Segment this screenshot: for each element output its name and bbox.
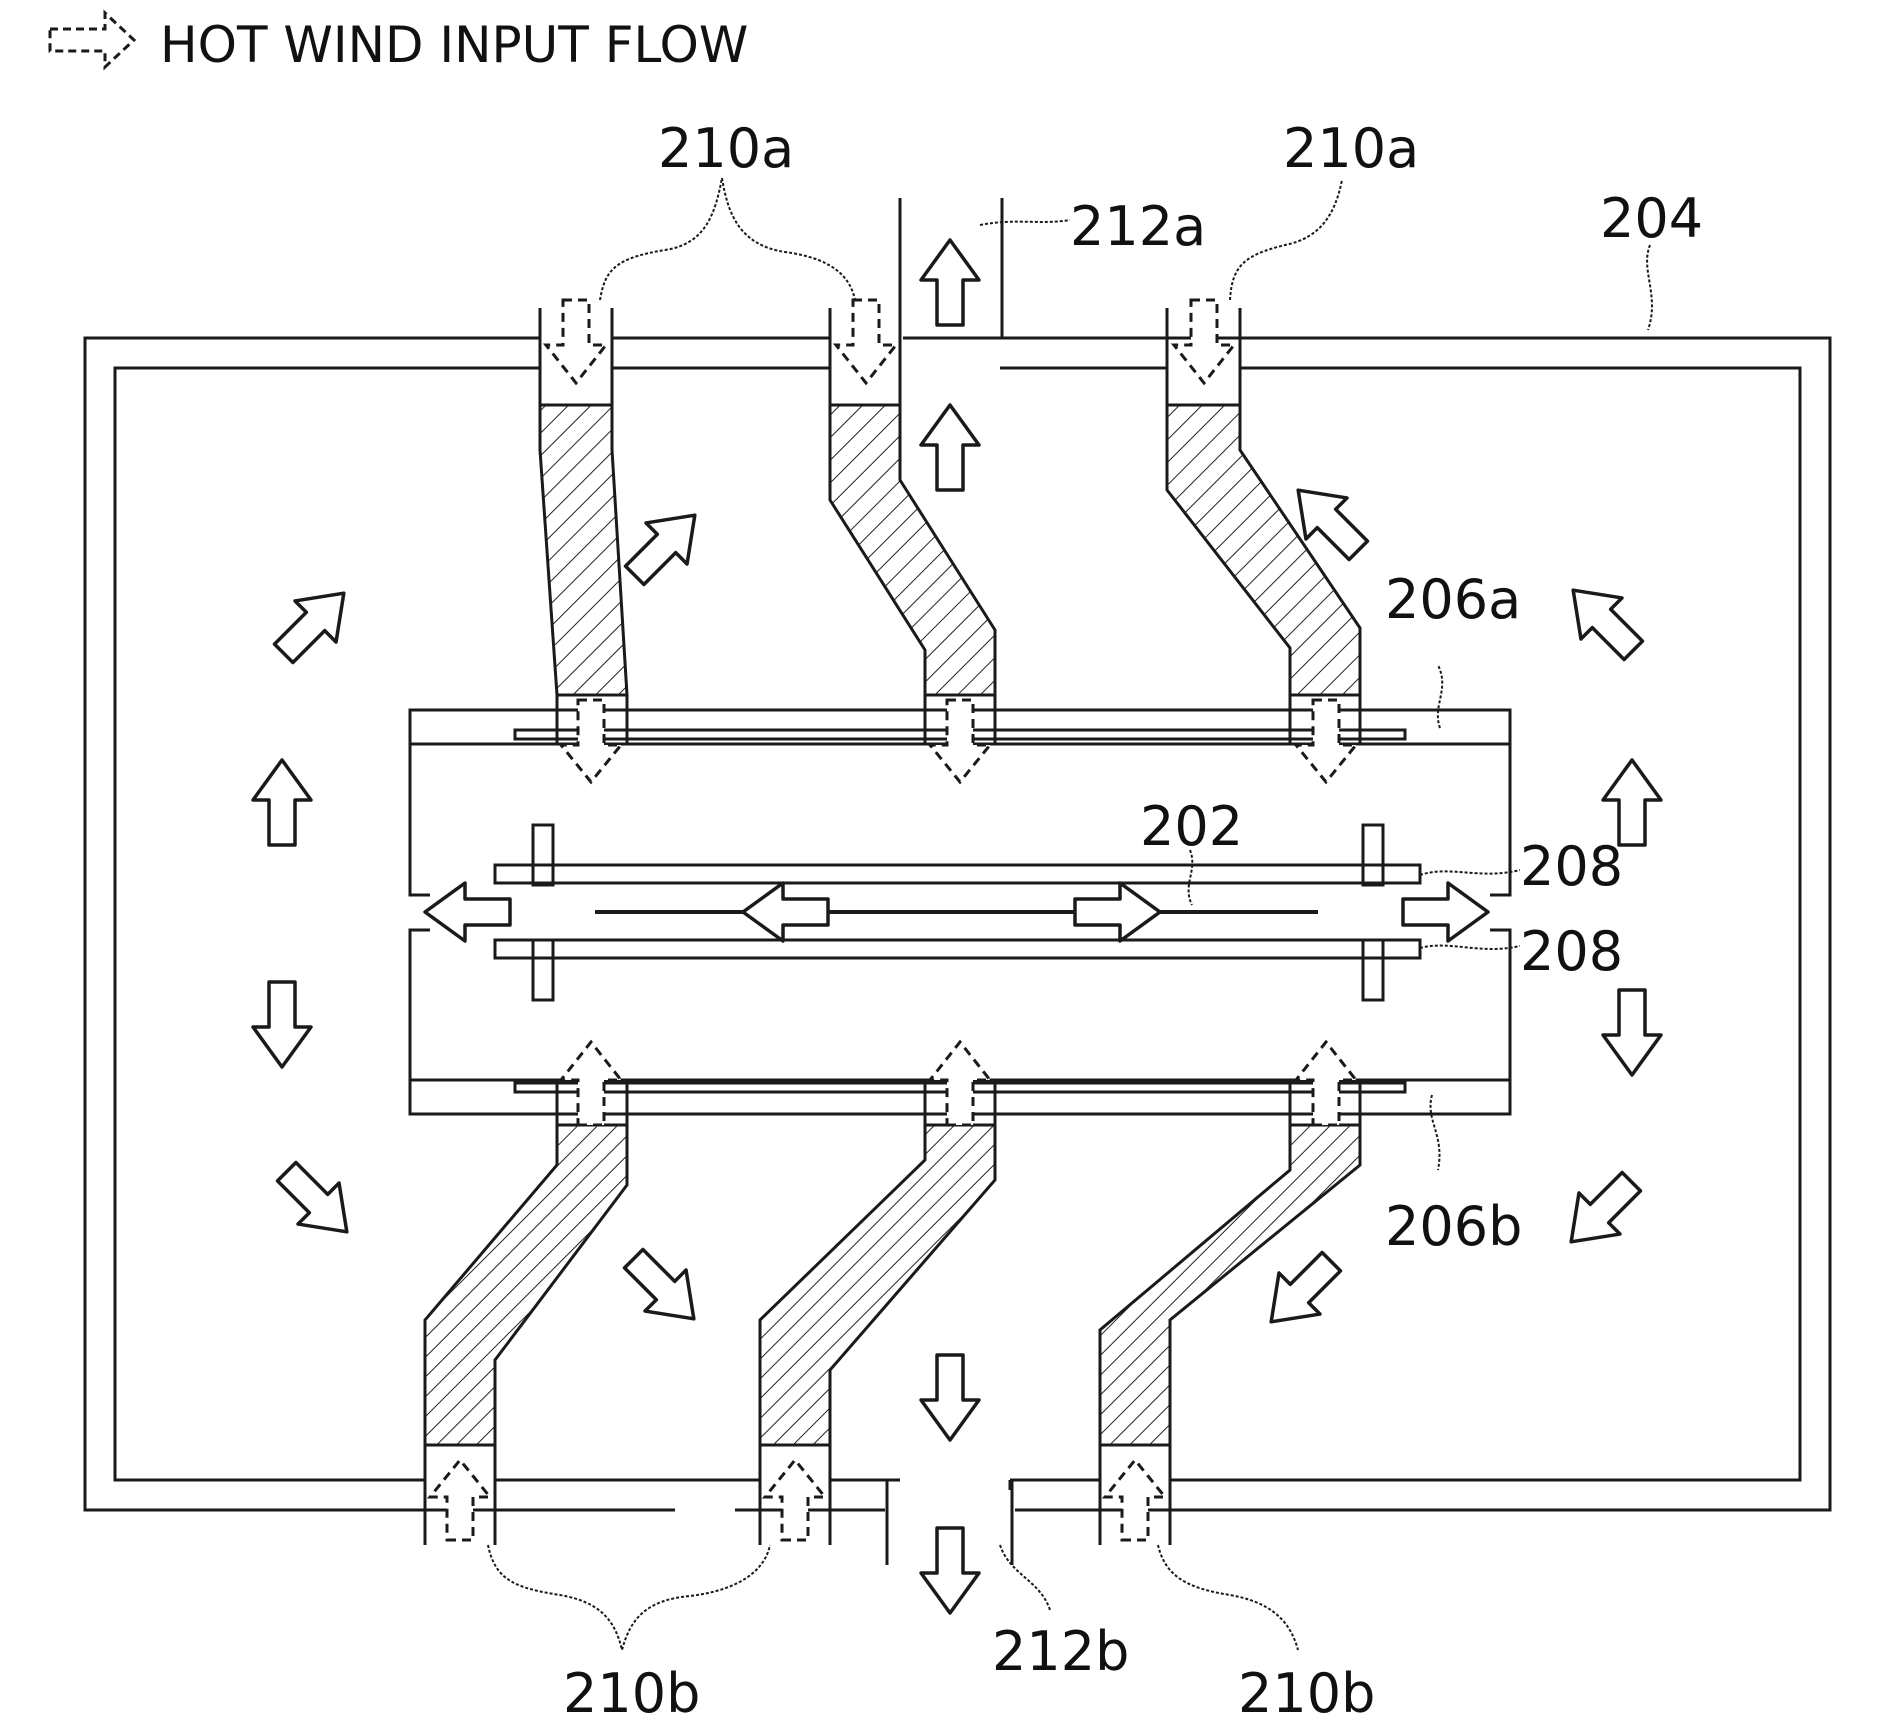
up-arrow-icon xyxy=(921,405,979,490)
down-left-arrow-icon xyxy=(1551,1161,1652,1262)
dashed-down-arrow-icon xyxy=(546,300,606,383)
up-arrow-icon xyxy=(253,760,311,845)
label-204: 204 xyxy=(1600,187,1703,250)
up-right-arrow-icon xyxy=(614,495,715,596)
upper-nozzle-middle xyxy=(830,405,995,695)
left-arrow-icon xyxy=(743,883,828,941)
up-arrow-icon xyxy=(1603,760,1661,845)
upper-nozzle-left xyxy=(540,405,627,695)
guide-plate-lower xyxy=(495,940,1420,958)
dashed-arrow-icon xyxy=(50,13,134,67)
up-right-arrow-icon xyxy=(263,573,364,674)
dashed-down-arrow-icon xyxy=(1174,300,1234,383)
label-202: 202 xyxy=(1140,795,1243,858)
down-right-arrow-icon xyxy=(613,1238,714,1339)
down-right-arrow-icon xyxy=(266,1151,367,1252)
label-212b: 212b xyxy=(992,1620,1129,1683)
down-left-arrow-icon xyxy=(1251,1241,1352,1342)
down-arrow-icon xyxy=(921,1355,979,1440)
label-210a-right: 210a xyxy=(1283,117,1419,180)
dashed-up-arrow-icon xyxy=(765,1460,825,1540)
down-arrow-icon xyxy=(921,1528,979,1613)
upper-nozzle-right xyxy=(1167,405,1360,695)
label-208-top: 208 xyxy=(1520,835,1623,898)
label-206a: 206a xyxy=(1385,568,1521,631)
right-arrow-icon xyxy=(1075,883,1160,941)
up-left-arrow-icon xyxy=(1553,570,1654,671)
lower-nozzle-left xyxy=(425,1125,627,1445)
legend: HOT WIND INPUT FLOW xyxy=(50,13,748,74)
label-210b-right: 210b xyxy=(1238,1662,1375,1719)
down-arrow-icon xyxy=(253,982,311,1067)
left-arrow-icon xyxy=(425,883,510,941)
right-arrow-icon xyxy=(1403,883,1488,941)
guide-plate-upper xyxy=(495,865,1420,883)
dashed-down-arrow-icon xyxy=(836,300,896,383)
legend-text: HOT WIND INPUT FLOW xyxy=(160,16,748,74)
label-212a: 212a xyxy=(1070,195,1206,258)
down-arrow-icon xyxy=(1603,990,1661,1075)
label-208-bottom: 208 xyxy=(1520,920,1623,983)
up-arrow-icon xyxy=(921,240,979,325)
dashed-up-arrow-icon xyxy=(1105,1460,1165,1540)
label-210b-left: 210b xyxy=(563,1662,700,1719)
dashed-down-arrow-icon xyxy=(1296,700,1356,782)
dashed-down-arrow-icon xyxy=(930,700,990,782)
dashed-up-arrow-icon xyxy=(430,1460,490,1540)
label-206b: 206b xyxy=(1385,1195,1522,1258)
label-210a-left: 210a xyxy=(658,117,794,180)
dashed-down-arrow-icon xyxy=(561,700,621,782)
lower-nozzles-210b xyxy=(425,1080,1360,1545)
